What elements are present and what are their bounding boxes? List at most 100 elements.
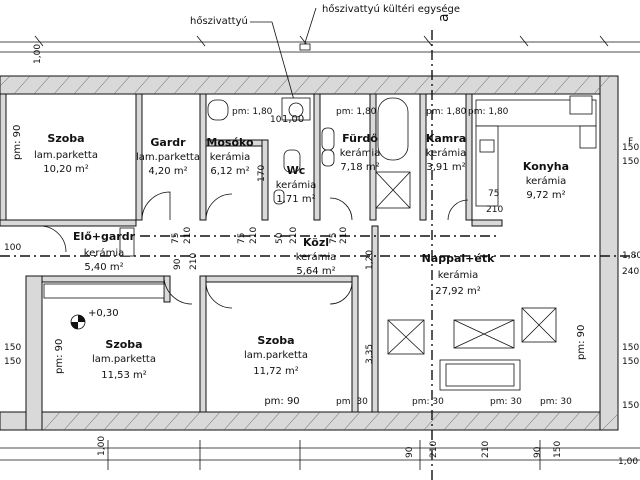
dim-pm30-c: pm: 30: [490, 397, 522, 407]
room-name: Fürdő: [342, 132, 378, 145]
fixtures: [43, 95, 597, 391]
room-material: kerámia: [526, 175, 566, 187]
dim-50: 50: [275, 232, 285, 244]
callouts: hőszivattyú hőszivattyú kültéri egysége: [190, 3, 460, 101]
room-material: kerámia: [340, 147, 380, 159]
dim-240-right: 240: [622, 267, 639, 277]
room-pm: pm: 1,80: [426, 107, 467, 117]
room-name: Mosóko: [206, 136, 254, 149]
dim-210-c: 210: [289, 227, 299, 244]
dim-210-b: 210: [249, 227, 259, 244]
room-area: 11,53 m²: [101, 370, 147, 381]
door-swings: [39, 191, 469, 309]
dim-210-e: 210: [189, 253, 199, 270]
dim-170-wc: 170: [257, 165, 267, 182]
room-area: 1,71 m²: [276, 194, 315, 205]
room-area: 27,92 m²: [435, 286, 481, 297]
dim-210-d: 210: [339, 227, 349, 244]
top-dimension-chain: [0, 35, 640, 53]
dim-210-a: 210: [183, 227, 193, 244]
room-pm: 1,00: [282, 114, 304, 125]
room-area: 9,72 m²: [526, 190, 565, 201]
dim-75-konyha: 75: [488, 189, 499, 199]
dim-100-left-b: 100: [4, 243, 21, 253]
room-furdo: Fürdő kerámia 7,18 m² pm: 1,80: [336, 107, 380, 173]
room-pm: pm: 90: [12, 125, 23, 160]
dim-150-right-e: 150: [622, 401, 639, 411]
dim-pm30-a: pm: 30: [336, 397, 368, 407]
dim-100-left: 1,00: [33, 44, 43, 64]
room-name: Nappal+étk: [422, 252, 496, 265]
room-pm: pm: 1,80: [336, 107, 377, 117]
room-material: lam.parketta: [244, 350, 308, 361]
dim-150-left-a: 150: [4, 343, 21, 353]
room-wc: Wc kerámia 1,71 m² 1,00: [276, 114, 316, 205]
dim-bottom-90a: 90: [405, 446, 415, 458]
room-material: lam.parketta: [34, 150, 98, 161]
room-eloter: Elő+gardr kerámia 5,40 m²: [73, 230, 136, 273]
dim-pm180-right: pm: 1,80: [468, 107, 509, 117]
room-name: Közl: [303, 236, 329, 249]
dim-150-right-b: 150: [622, 157, 639, 167]
room-area: 4,20 m²: [148, 166, 187, 177]
room-material: kerámia: [210, 151, 250, 163]
label-f: F: [628, 137, 633, 147]
room-material: kerámia: [276, 179, 316, 191]
room-material: kerámia: [296, 251, 336, 263]
dim-bottom-150: 150: [553, 441, 563, 458]
room-area: 6,12 m²: [210, 166, 249, 177]
dim-210-konyha: 210: [486, 205, 503, 215]
dim-bottom-210b: 210: [481, 441, 491, 458]
dim-pm30-d: pm: 30: [540, 397, 572, 407]
dim-75-b: 75: [237, 233, 247, 244]
dim-75-c: 75: [329, 233, 339, 244]
room-area: 7,18 m²: [340, 162, 379, 173]
callout-heat-pump: hőszivattyú: [190, 15, 248, 27]
interior-walls: [0, 93, 503, 413]
room-szoba-3: Szoba lam.parketta 11,72 m² pm: 90: [244, 334, 308, 407]
room-name: Kamra: [426, 132, 466, 145]
room-name: Konyha: [523, 160, 569, 173]
exterior-walls: [0, 75, 619, 431]
room-name: Szoba: [257, 334, 294, 347]
section-marker: a: [436, 13, 452, 22]
dim-bottom-1: 1,00: [97, 436, 107, 456]
room-pm: pm: 1,80: [232, 107, 273, 117]
dimension-labels: 1,00 10 170 75 210 pm: 30 pm: 30 pm: 30 …: [4, 44, 640, 411]
room-pm: pm: 90: [54, 339, 65, 374]
room-material: kerámia: [438, 269, 478, 281]
dim-150-right-d: 150: [622, 357, 639, 367]
room-name: Szoba: [105, 338, 142, 351]
dim-bottom-1b: 1,00: [618, 457, 638, 467]
dim-10-wc: 10: [270, 115, 282, 125]
dim-180-right: 1,80: [622, 251, 640, 261]
room-area: 10,20 m²: [43, 164, 89, 175]
callout-heat-pump-outdoor: hőszivattyú kültéri egysége: [322, 3, 460, 15]
room-material: lam.parketta: [92, 354, 156, 365]
bottom-dimension-chain: 1,00 90 210 210 90 150 1,00: [0, 436, 640, 470]
dim-150-left-b: 150: [4, 357, 21, 367]
dim-pm30-b: pm: 30: [412, 397, 444, 407]
room-kozl: Közl kerámia 5,64 m²: [296, 236, 336, 277]
dim-150-right-c: 150: [622, 343, 639, 353]
dim-75-a: 75: [171, 233, 181, 244]
room-name: Wc: [287, 164, 306, 177]
room-material: kerámia: [426, 147, 466, 159]
room-mosoko: Mosóko kerámia 6,12 m² pm: 1,80: [206, 107, 272, 177]
section-lines: [0, 30, 640, 480]
room-material: lam.parketta: [136, 152, 200, 163]
dim-90-a: 90: [173, 258, 183, 270]
dim-bottom-90b: 90: [533, 446, 543, 458]
room-name: Szoba: [47, 132, 84, 145]
room-szoba-2: Szoba lam.parketta 11,53 m² pm: 90: [54, 338, 156, 381]
room-kamra: Kamra kerámia 3,91 m² pm: 1,80: [426, 107, 467, 173]
room-nappali: Nappal+étk kerámia 27,92 m² pm: 90: [422, 252, 587, 360]
room-szoba-1: Szoba lam.parketta 10,20 m² pm: 90: [12, 125, 98, 175]
level-marker-value: +0,30: [88, 308, 119, 319]
room-name: Gardr: [150, 136, 186, 149]
room-area: 5,40 m²: [84, 262, 123, 273]
section-marker-label: a: [436, 13, 452, 22]
room-pm: pm: 90: [576, 325, 587, 360]
dim-120: 1,20: [365, 250, 375, 270]
